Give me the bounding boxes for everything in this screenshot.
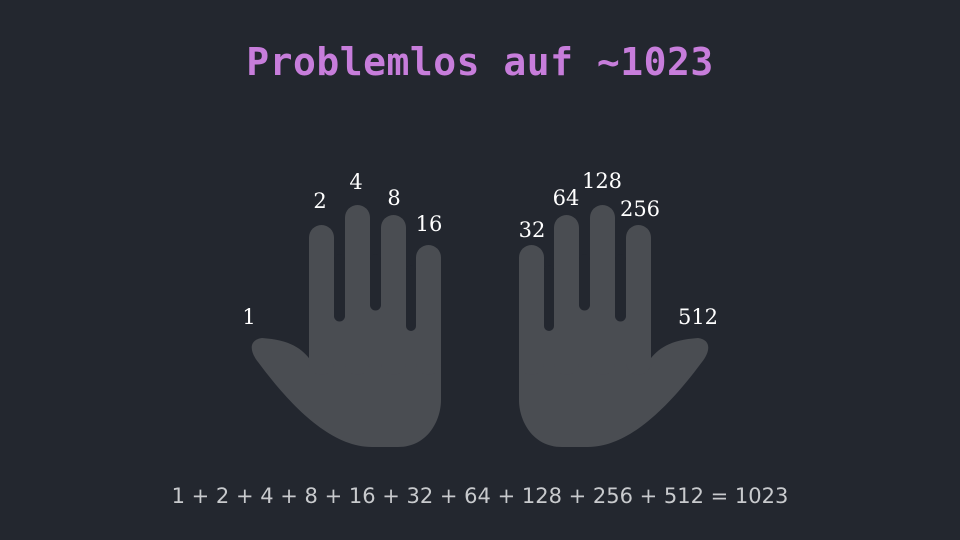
right-middle-finger <box>590 205 615 375</box>
left-index-finger <box>309 225 334 375</box>
left-pinky-finger <box>416 245 441 375</box>
right-ring-label: 64 <box>553 186 580 210</box>
left-middle-finger <box>345 205 370 375</box>
left-hand <box>251 205 441 447</box>
left-finger-gaps <box>334 254 416 331</box>
right-pinky-label: 32 <box>519 218 546 242</box>
right-pinky-finger <box>519 245 544 375</box>
right-hand <box>519 205 709 447</box>
right-thumb-label: 512 <box>678 305 718 329</box>
left-index-label: 2 <box>313 189 326 213</box>
left-middle-label: 4 <box>349 170 362 194</box>
left-pinky-label: 16 <box>416 212 443 236</box>
right-middle-label: 128 <box>582 169 622 193</box>
left-thumb-label: 1 <box>242 305 255 329</box>
slide-title: Problemlos auf ~1023 <box>246 40 714 84</box>
right-index-finger <box>626 225 651 375</box>
left-ring-label: 8 <box>387 186 400 210</box>
right-ring-finger <box>554 215 579 375</box>
right-index-label: 256 <box>620 197 660 221</box>
left-ring-finger <box>381 215 406 375</box>
sum-equation: 1 + 2 + 4 + 8 + 16 + 32 + 64 + 128 + 256… <box>171 484 789 508</box>
